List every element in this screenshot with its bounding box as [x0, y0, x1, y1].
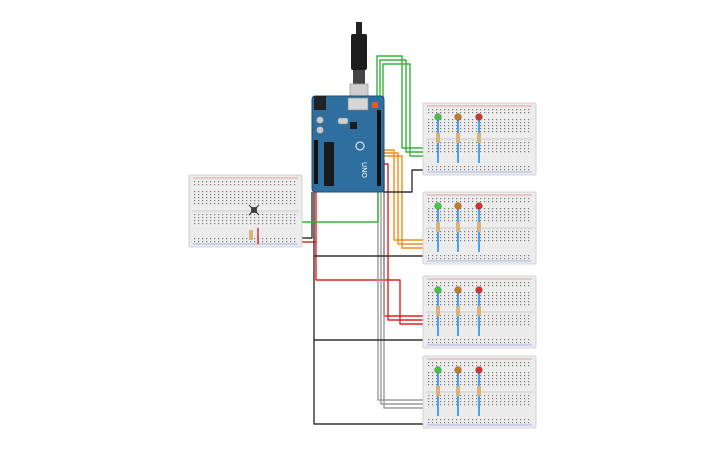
wire-black-2[interactable]	[313, 192, 426, 257]
led-orange-icon[interactable]	[454, 202, 462, 210]
led-green-icon[interactable]	[434, 366, 442, 374]
resistor-icon	[436, 386, 440, 396]
led-orange-icon[interactable]	[454, 286, 462, 294]
breadboard-traffic-3[interactable]	[422, 275, 537, 349]
breadboard-button[interactable]	[188, 174, 303, 248]
resistor-icon	[456, 306, 460, 316]
wire-black-3[interactable]	[313, 256, 426, 341]
wire-black-5[interactable]	[300, 192, 313, 239]
led-green-icon[interactable]	[434, 286, 442, 294]
breadboard-traffic-4[interactable]	[422, 355, 537, 429]
wire-green-2[interactable]	[379, 59, 440, 153]
resistor-icon	[477, 133, 481, 143]
wire-black-4[interactable]	[313, 340, 426, 425]
resistor-icon	[456, 386, 460, 396]
resistor-icon	[436, 222, 440, 232]
led-red-icon[interactable]	[475, 366, 483, 374]
breadboard-traffic-2[interactable]	[422, 191, 537, 265]
wire-black-1[interactable]	[383, 169, 426, 193]
breadboard-traffic-1[interactable]	[422, 102, 537, 176]
led-orange-icon[interactable]	[454, 366, 462, 374]
resistor-icon	[477, 306, 481, 316]
resistor-icon	[477, 222, 481, 232]
arduino-board-icon[interactable]: UNO	[311, 95, 385, 193]
led-green-icon[interactable]	[434, 113, 442, 121]
breadboards	[188, 102, 537, 429]
resistor-icon	[436, 133, 440, 143]
board-text: UNO	[360, 162, 368, 178]
resistor-icon	[249, 230, 253, 240]
led-red-icon[interactable]	[475, 113, 483, 121]
resistor-icon	[436, 306, 440, 316]
led-red-icon[interactable]	[475, 202, 483, 210]
resistor-icon	[456, 222, 460, 232]
resistor-icon	[477, 386, 481, 396]
wire-orange-1[interactable]	[380, 149, 436, 241]
led-red-icon[interactable]	[475, 286, 483, 294]
led-orange-icon[interactable]	[454, 113, 462, 121]
led-green-icon[interactable]	[434, 202, 442, 210]
resistor-icon	[456, 133, 460, 143]
wire-gray-1[interactable]	[377, 170, 436, 401]
wire-green-1[interactable]	[376, 55, 438, 149]
